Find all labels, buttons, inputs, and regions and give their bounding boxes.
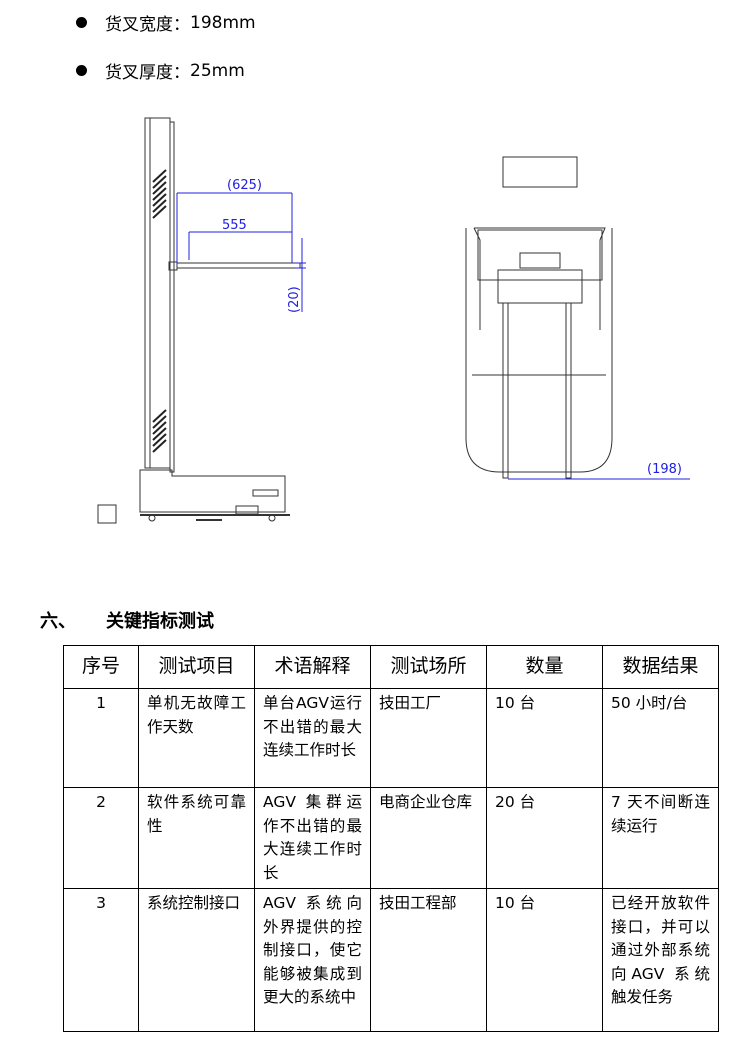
table-cell: 7 天不间断连续运行 <box>602 787 719 889</box>
bullet-fork-thickness: 货叉厚度：25mm <box>76 58 245 83</box>
table-cell: 技田工程部 <box>370 888 487 1032</box>
bullet-label: 货叉厚度： <box>105 63 190 83</box>
table-cell: 电商企业仓库 <box>370 787 487 889</box>
column-header: 数量 <box>486 645 603 689</box>
agv-technical-drawing: (625) 555 (20) (198) <box>97 117 690 524</box>
dimension-total-length: (625) <box>227 178 262 193</box>
section-number: 六、 <box>40 611 76 632</box>
bullet-label: 货叉宽度： <box>105 15 190 35</box>
table-cell: 3 <box>63 888 139 1032</box>
column-header: 术语解释 <box>254 645 371 689</box>
section-title: 关键指标测试 <box>106 611 214 632</box>
bullet-value: 25mm <box>190 60 245 81</box>
bullet-icon <box>76 65 87 76</box>
dimension-fork-width: (198) <box>647 462 682 477</box>
column-header: 测试项目 <box>138 645 255 689</box>
table-cell: 已经开放软件接口，并可以通过外部系统向AGV 系统触发任务 <box>602 888 719 1032</box>
table-cell: 系统控制接口 <box>138 888 255 1032</box>
side-view-dimensions <box>176 192 306 312</box>
column-header: 序号 <box>63 645 139 689</box>
side-view <box>97 117 301 524</box>
bullet-icon <box>76 17 87 28</box>
table-cell: 单台AGV运行不出错的最大连续工作时长 <box>254 688 371 788</box>
section-heading: 六、 关键指标测试 <box>40 607 214 633</box>
top-view <box>465 156 613 479</box>
table-cell: 20 台 <box>486 787 603 889</box>
table-cell: 单机无故障工作天数 <box>138 688 255 788</box>
table-cell: AGV 集群运作不出错的最大连续工作时长 <box>254 787 371 889</box>
bullet-value: 198mm <box>190 12 256 33</box>
table-cell: 技田工厂 <box>370 688 487 788</box>
table-cell: 50 小时/台 <box>602 688 719 788</box>
table-cell: 软件系统可靠性 <box>138 787 255 889</box>
table-cell: 10 台 <box>486 688 603 788</box>
table-header-row: 序号测试项目术语解释测试场所数量数据结果 <box>63 645 719 689</box>
bullet-fork-width: 货叉宽度：198mm <box>76 10 256 35</box>
dimension-fork-thickness: (20) <box>287 286 302 313</box>
table-cell: 2 <box>63 787 139 889</box>
table-cell: 1 <box>63 688 139 788</box>
dimension-fork-length: 555 <box>222 218 247 233</box>
table-cell: AGV 系统向外界提供的控制接口，使它能够被集成到更大的系统中 <box>254 888 371 1032</box>
table-cell: 10 台 <box>486 888 603 1032</box>
column-header: 测试场所 <box>370 645 487 689</box>
column-header: 数据结果 <box>602 645 719 689</box>
